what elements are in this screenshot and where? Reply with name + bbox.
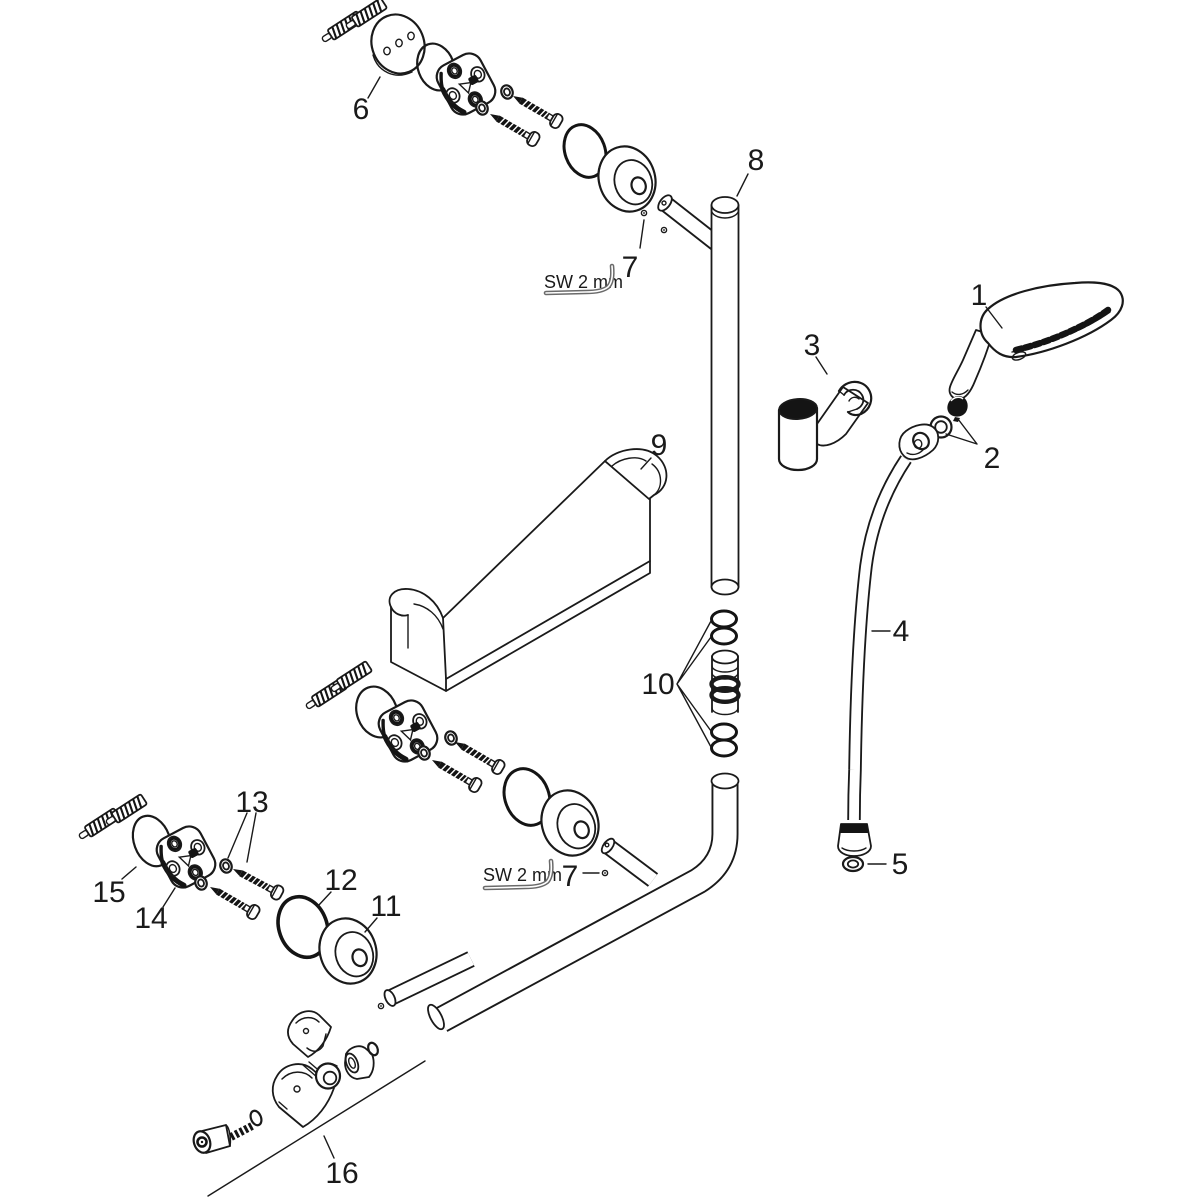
o-ring [710,609,738,629]
screw [228,861,286,903]
callout-14: 14 [134,902,167,935]
slider-assembly [192,1010,426,1197]
nut [442,728,460,748]
holder-shell-upper [287,1010,332,1058]
o-ring-12 [276,894,330,960]
hand-shower [948,281,1124,400]
wall-bar-upper [710,196,740,596]
wall-mount-left [75,792,286,922]
o-ring [710,722,738,742]
callout-13: 13 [235,786,268,819]
screw [450,734,508,777]
callout-9: 9 [651,429,668,462]
escutcheon [589,137,665,221]
wall-bar-low-arm [383,951,475,1007]
callout-1: 1 [971,279,988,312]
nut [498,82,516,102]
callout-10: 10 [641,668,674,701]
cap-screw [192,1122,254,1154]
callout-3: 3 [804,329,821,362]
mounting-template-bracket [388,448,668,692]
shower-hose [837,423,940,873]
wall-plate [370,13,426,76]
set-screw-dot [377,1002,385,1010]
callout-11: 11 [370,890,401,923]
tool-hint-top: SW 2 mm [543,263,623,296]
holder-claw [837,380,873,417]
screw [485,106,543,149]
set-screw-dot [640,209,648,217]
mounting-block [432,49,500,119]
mounting-block [374,696,442,766]
callout-leaders [121,76,1003,933]
filter-insert [947,395,968,417]
hand-shower-head [979,281,1124,361]
tool-hint-bottom: SW 2 mm [482,858,562,891]
callout-16: 16 [325,1157,358,1190]
hose-washer [841,855,865,873]
callout-12: 12 [324,864,357,897]
screw [427,752,485,795]
hose-nut [837,823,872,857]
wall-mount-middle [302,659,609,877]
callout-7-top: 7 [622,251,639,284]
mounting-block-14 [152,822,220,892]
screw [508,88,566,131]
callout-7-bottom: 7 [562,860,579,893]
callout-15: 15 [92,876,125,909]
nut [217,856,235,876]
screw [205,879,263,922]
escutcheon [532,781,608,865]
tool-hint-bottom-label: SW 2 mm [483,865,562,885]
callout-2: 2 [984,442,1001,475]
spray-face [1012,306,1112,354]
set-screw-dot [601,869,609,877]
wall-mount-top [318,0,668,234]
o-ring [710,626,738,646]
hose-swivel [898,423,940,461]
o-ring [562,123,608,179]
callout-4: 4 [893,615,910,648]
set-screw-dot [660,226,668,234]
bushing-ring [314,1062,342,1090]
sleeve-cylinder [344,1045,375,1080]
bar-connector-seals [709,609,741,758]
bar-connector [709,649,741,716]
o-ring [502,767,552,827]
callout-5: 5 [892,848,909,881]
shower-holder [777,380,873,472]
o-ring [367,1041,379,1057]
o-ring [249,1109,263,1127]
wall-bar-upper-arm [657,194,723,251]
holder-cylinder [777,398,819,472]
wall-bar-mid-arm [600,837,659,887]
callout-8: 8 [748,144,765,177]
tool-hint-top-label: SW 2 mm [544,272,623,292]
callout-labels: 1 2 3 4 5 6 7 7 8 9 10 11 12 13 14 15 16 [92,93,1000,1190]
wall-bar-lower [427,772,740,1032]
o-ring [710,738,738,758]
callout-6: 6 [353,93,370,126]
